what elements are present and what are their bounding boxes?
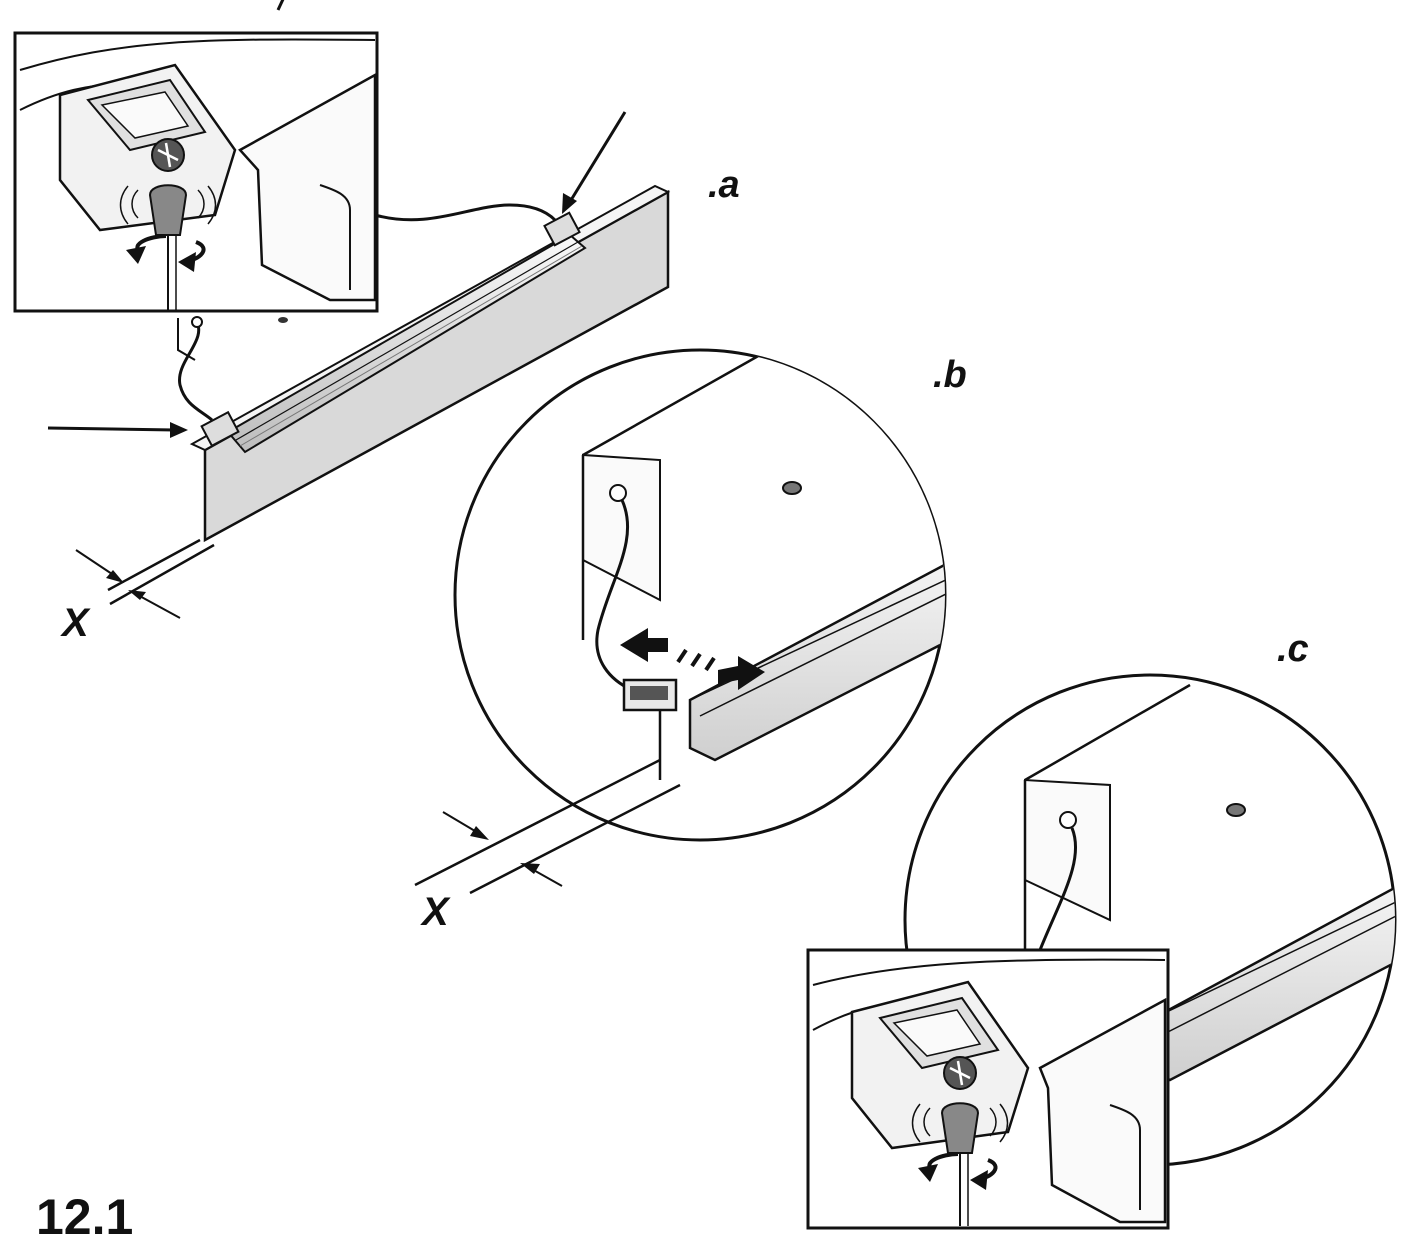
step-label-b: .b [933,354,967,396]
bar-end-cap-left [200,410,240,448]
step-label-a: .a [708,164,740,206]
cable-lower [178,317,213,422]
rotate-arrow-icon [918,1152,998,1190]
cable-c [1038,827,1078,951]
light-bar-section [688,559,945,762]
step-label-c: .c [1277,628,1309,670]
bar-end-cap-right [543,211,581,247]
pointer-arrow-icon [47,426,176,432]
panel-assembly-a [47,0,671,619]
figure-number: 12.1 [36,1189,134,1245]
inset-screw-detail-a [13,31,379,313]
screw-hole [278,317,288,323]
circle-detail-b [414,348,947,895]
cable-upper [374,203,557,222]
pointer-arrow-icon [566,111,627,206]
push-arrow-icon [620,628,765,690]
dimension-label-x-a: X [62,601,89,645]
rotate-arrow-icon [126,234,206,272]
dimension-label-x-b: X [422,890,449,934]
cable-b [595,499,633,692]
inset-screw-detail-c [806,948,1170,1230]
vibration-icon [911,1103,1009,1143]
vibration-icon [119,185,217,225]
